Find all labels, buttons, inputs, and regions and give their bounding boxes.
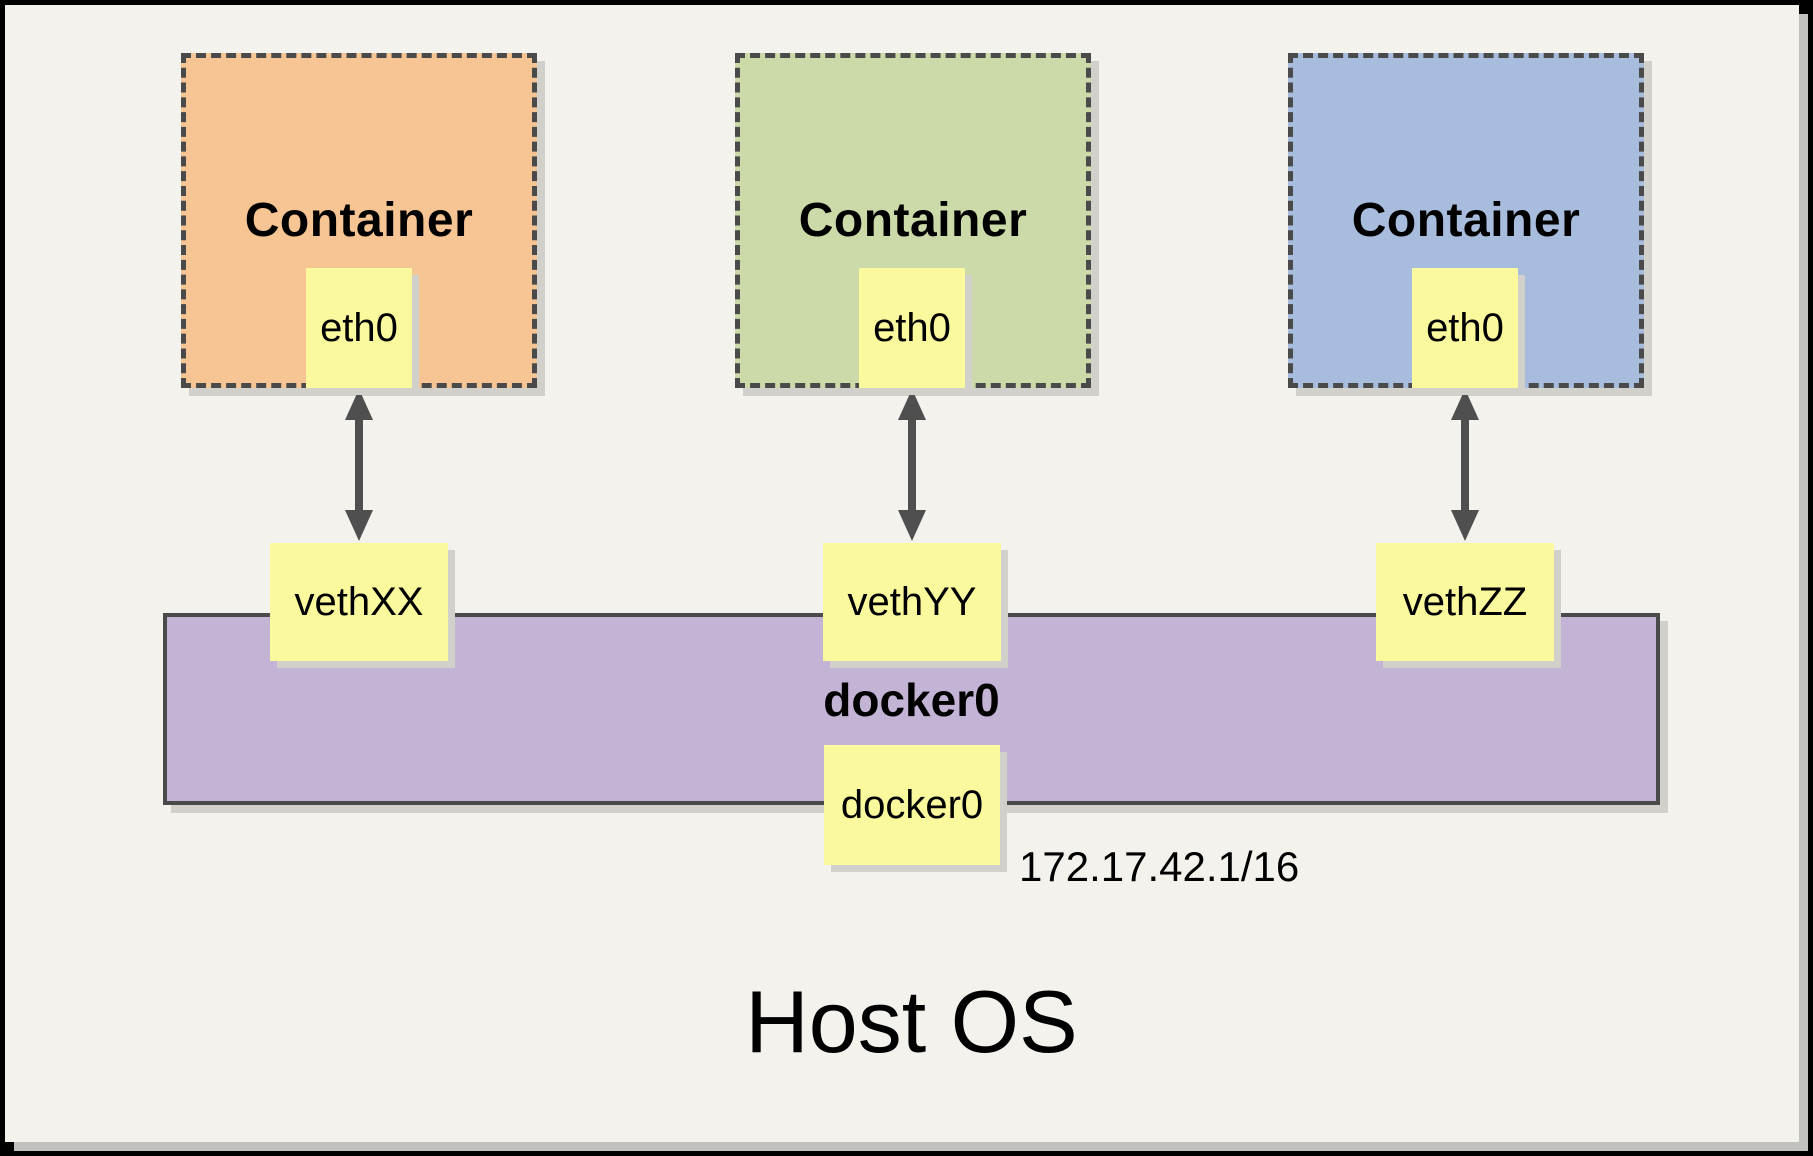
- veth-box-2: vethYY: [823, 543, 1001, 661]
- veth-label-2: vethYY: [847, 579, 977, 624]
- eth0-interface-box-1: eth0: [306, 268, 412, 388]
- eth0-veth-arrow-1: [345, 389, 373, 541]
- eth0-label-3: eth0: [1426, 305, 1504, 350]
- eth0-veth-arrow-2: [898, 389, 926, 541]
- container-label-1: Container: [244, 194, 474, 247]
- docker0-bridge-label: docker0: [823, 674, 1000, 726]
- container-label-3: Container: [1351, 194, 1581, 247]
- veth-label-3: vethZZ: [1402, 579, 1528, 624]
- eth0-label-2: eth0: [873, 305, 951, 350]
- eth0-veth-arrow-3: [1451, 389, 1479, 541]
- eth0-label-1: eth0: [320, 305, 398, 350]
- docker0-interface-label: docker0: [840, 782, 984, 827]
- diagram-canvas: Container Container Container eth0 eth0 …: [5, 5, 1799, 1142]
- eth0-interface-box-2: eth0: [859, 268, 965, 388]
- veth-box-3: vethZZ: [1376, 543, 1554, 661]
- bridge-ip-address: 172.17.42.1/16: [1019, 843, 1300, 890]
- container-label-2: Container: [798, 194, 1028, 247]
- veth-box-1: vethXX: [270, 543, 448, 661]
- veth-label-1: vethXX: [294, 579, 424, 624]
- host-os-label: Host OS: [745, 972, 1078, 1071]
- docker0-interface-box: docker0: [824, 745, 1000, 865]
- eth0-interface-box-3: eth0: [1412, 268, 1518, 388]
